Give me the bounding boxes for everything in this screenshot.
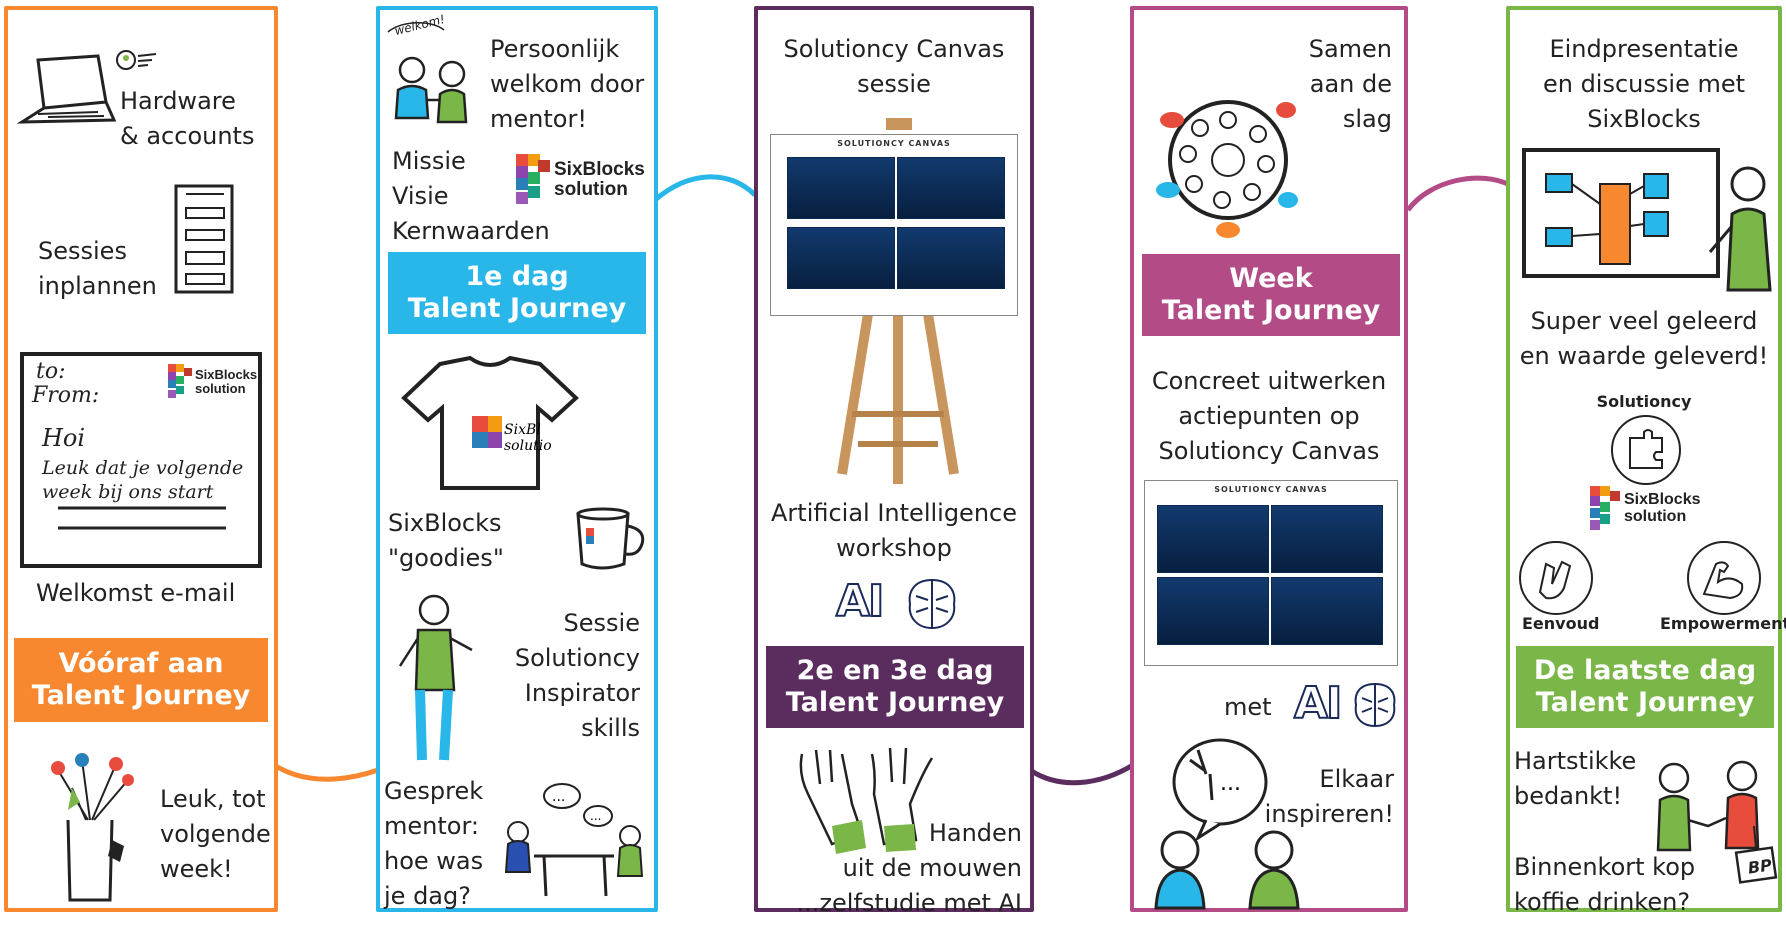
canvas-quadrant — [897, 227, 1005, 289]
logo-line2: solution — [554, 179, 628, 200]
banner-week: Week Talent Journey — [1142, 254, 1400, 336]
canvas-quadrant — [1271, 577, 1383, 645]
handshake-people-icon — [1656, 760, 1778, 884]
ai-logo-text: AI — [1293, 677, 1343, 730]
user-account-icon — [116, 50, 157, 70]
raised-hands-icon — [799, 747, 934, 854]
svg-text:...: ... — [1220, 771, 1241, 796]
empowerment-label: Empowerment — [1660, 614, 1786, 633]
leuk-text: Leuk, tot volgende week! — [160, 785, 271, 883]
easel-icon — [837, 118, 959, 484]
banner-dag23: 2e en 3e dag Talent Journey — [766, 646, 1024, 728]
puzzle-icon — [1611, 415, 1681, 485]
svg-text:solutio: solutio — [504, 438, 552, 454]
sixblocks-logo-icon — [168, 364, 192, 398]
svg-text:...: ... — [590, 809, 601, 823]
elkaar-text: Elkaar inspireren! — [1264, 765, 1394, 828]
binnenkort-text: Binnenkort kop koffie drinken? — [1514, 853, 1696, 916]
tshirt-icon: SixBl solutio — [401, 355, 579, 490]
sixblocks-logo-icon — [516, 154, 550, 204]
logo-line1: SixBlocks — [1624, 491, 1701, 509]
mentor-talk-icon: ... ... — [504, 783, 644, 897]
canvas-sessie-title: Solutioncy Canvas sessie — [783, 35, 1005, 98]
ai-logo-text: AI — [835, 575, 885, 628]
samen-text: Samen aan de slag — [1308, 35, 1392, 133]
flowers-vase-icon — [51, 753, 134, 902]
round-table-icon — [1156, 100, 1298, 238]
email-line2: week bij ons start — [42, 481, 214, 503]
canvas-header: SOLUTIONCY CANVAS — [1214, 485, 1328, 494]
mug-icon — [576, 507, 645, 570]
canvas-quadrant — [787, 157, 895, 219]
canvas-quadrant — [1271, 505, 1383, 573]
clap-hands-icon — [1519, 541, 1593, 615]
email-to: to: — [36, 359, 66, 384]
solutioncy-label: Solutioncy — [1596, 392, 1692, 411]
logo-line1: SixBlocks — [554, 159, 645, 181]
brain-icon — [1354, 682, 1396, 728]
sessie-text: Sessie Solutioncy Inspirator skills — [514, 609, 640, 742]
hartstikke-text: Hartstikke bedankt! — [1514, 747, 1637, 810]
canvas-header: SOLUTIONCY CANVAS — [837, 139, 951, 148]
ai-workshop-text: Artificial Intelligence workshop — [771, 499, 1017, 562]
sixblocks-logo-icon — [1590, 486, 1620, 530]
eindpresentatie-text: Eindpresentatie en discussie met SixBloc… — [1542, 35, 1746, 133]
sessies-text: Sessies inplannen — [38, 237, 157, 300]
canvas-quadrant — [787, 227, 895, 289]
email-hoi: Hoi — [42, 424, 86, 452]
hardware-text: Hardware & accounts — [120, 87, 255, 150]
eenvoud-label: Eenvoud — [1522, 614, 1600, 633]
calendar-icon — [174, 184, 234, 294]
email-from: From: — [32, 383, 100, 408]
gesprek-text: Gesprek mentor: hoe was je dag? — [384, 777, 484, 910]
logo-line1: SixBlocks — [195, 367, 258, 383]
panel-laatste-dag: Eindpresentatie en discussie met SixBloc… — [1506, 6, 1786, 916]
panel-voooraf: Hardware & accounts Sessies inplannen to… — [4, 6, 278, 912]
canvas-quadrant — [1157, 577, 1269, 645]
banner-dag1: 1e dag Talent Journey — [388, 252, 646, 334]
met-text: met — [1224, 693, 1272, 721]
canvas-quadrant — [1157, 505, 1269, 573]
solutioncy-canvas-worked: SOLUTIONCY CANVAS — [1144, 480, 1398, 666]
persoonlijk-text: Persoonlijk welkom door mentor! — [490, 35, 645, 133]
panel-dag23: Solutioncy Canvas sessie SOLUTIONCY CANV… — [754, 6, 1034, 917]
brain-icon — [908, 578, 956, 630]
panel-week: Samen aan de slag Week Talent Journey Co… — [1130, 6, 1408, 912]
email-line1: Leuk dat je volgende — [42, 457, 244, 479]
inspire-people-icon: ... — [1154, 738, 1300, 910]
laptop-icon — [16, 54, 117, 124]
presentation-board-icon — [1522, 148, 1772, 292]
banner-laatste-dag: De laatste dag Talent Journey — [1516, 646, 1774, 728]
inspirator-person-icon — [398, 594, 473, 761]
logo-line2: solution — [195, 381, 246, 396]
mentor-welcome-icon — [387, 22, 468, 124]
logo-line2: solution — [1624, 508, 1687, 525]
panel-dag1: welkom! Persoonlijk welkom door mentor! … — [376, 6, 658, 912]
svg-text:SixBl: SixBl — [504, 422, 541, 438]
canvas-quadrant — [897, 157, 1005, 219]
handen-text: Handen uit de mouwen ...zelfstudie met A… — [796, 819, 1022, 917]
welkomst-text: Welkomst e-mail — [36, 579, 236, 607]
missie-text: Missie Visie Kernwaarden — [392, 147, 550, 245]
goodies-text: SixBlocks "goodies" — [388, 509, 504, 572]
super-text: Super veel geleerd en waarde geleverd! — [1519, 307, 1769, 370]
muscle-arm-icon — [1687, 541, 1761, 615]
bp-bag-text: BP — [1746, 855, 1774, 878]
banner-voooraf: Vóóraf aan Talent Journey — [14, 638, 268, 722]
svg-text:...: ... — [552, 789, 565, 805]
concreet-text: Concreet uitwerken actiepunten op Soluti… — [1151, 367, 1387, 465]
email-frame — [20, 352, 262, 568]
solutioncy-canvas-image: SOLUTIONCY CANVAS — [770, 134, 1018, 316]
